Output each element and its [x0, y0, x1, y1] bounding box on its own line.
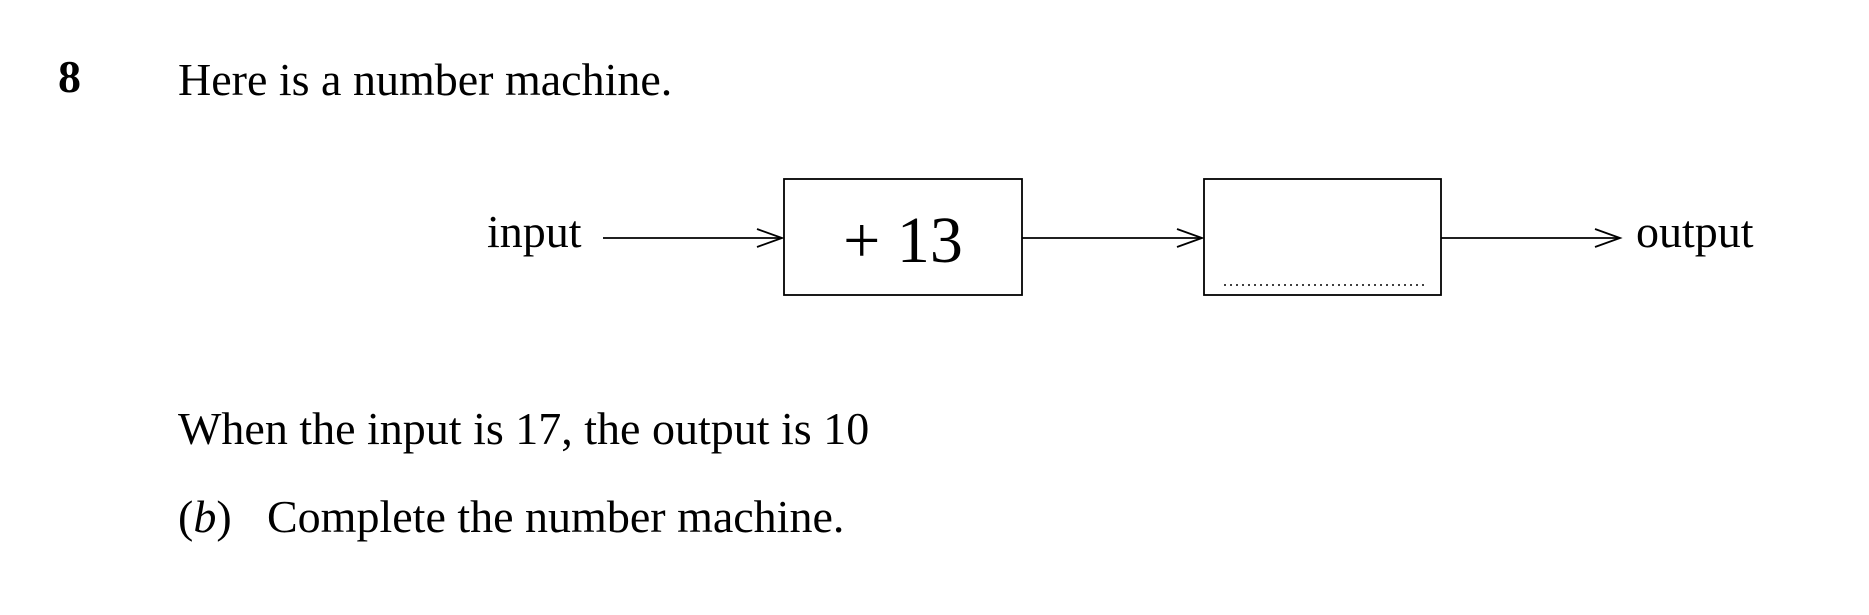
arrow-box2-to-output — [1441, 228, 1623, 248]
question-part-b: (b) Complete the number machine. — [178, 494, 844, 540]
question-intro: Here is a number machine. — [178, 54, 673, 105]
operation-box-1-label: + 13 — [843, 204, 963, 277]
operation-box-1 — [783, 178, 1023, 296]
arrow-input-to-box1 — [603, 228, 785, 248]
part-text: Complete the number machine. — [267, 491, 845, 542]
part-label: (b) — [178, 491, 232, 542]
question-number: 8 — [58, 51, 81, 102]
operation-box-2[interactable] — [1203, 178, 1442, 296]
part-letter: b — [193, 491, 217, 542]
output-label: output — [1636, 206, 1754, 257]
arrow-box1-to-box2 — [1022, 228, 1205, 248]
input-label: input — [487, 206, 582, 257]
question-statement: When the input is 17, the output is 10 — [178, 403, 870, 454]
